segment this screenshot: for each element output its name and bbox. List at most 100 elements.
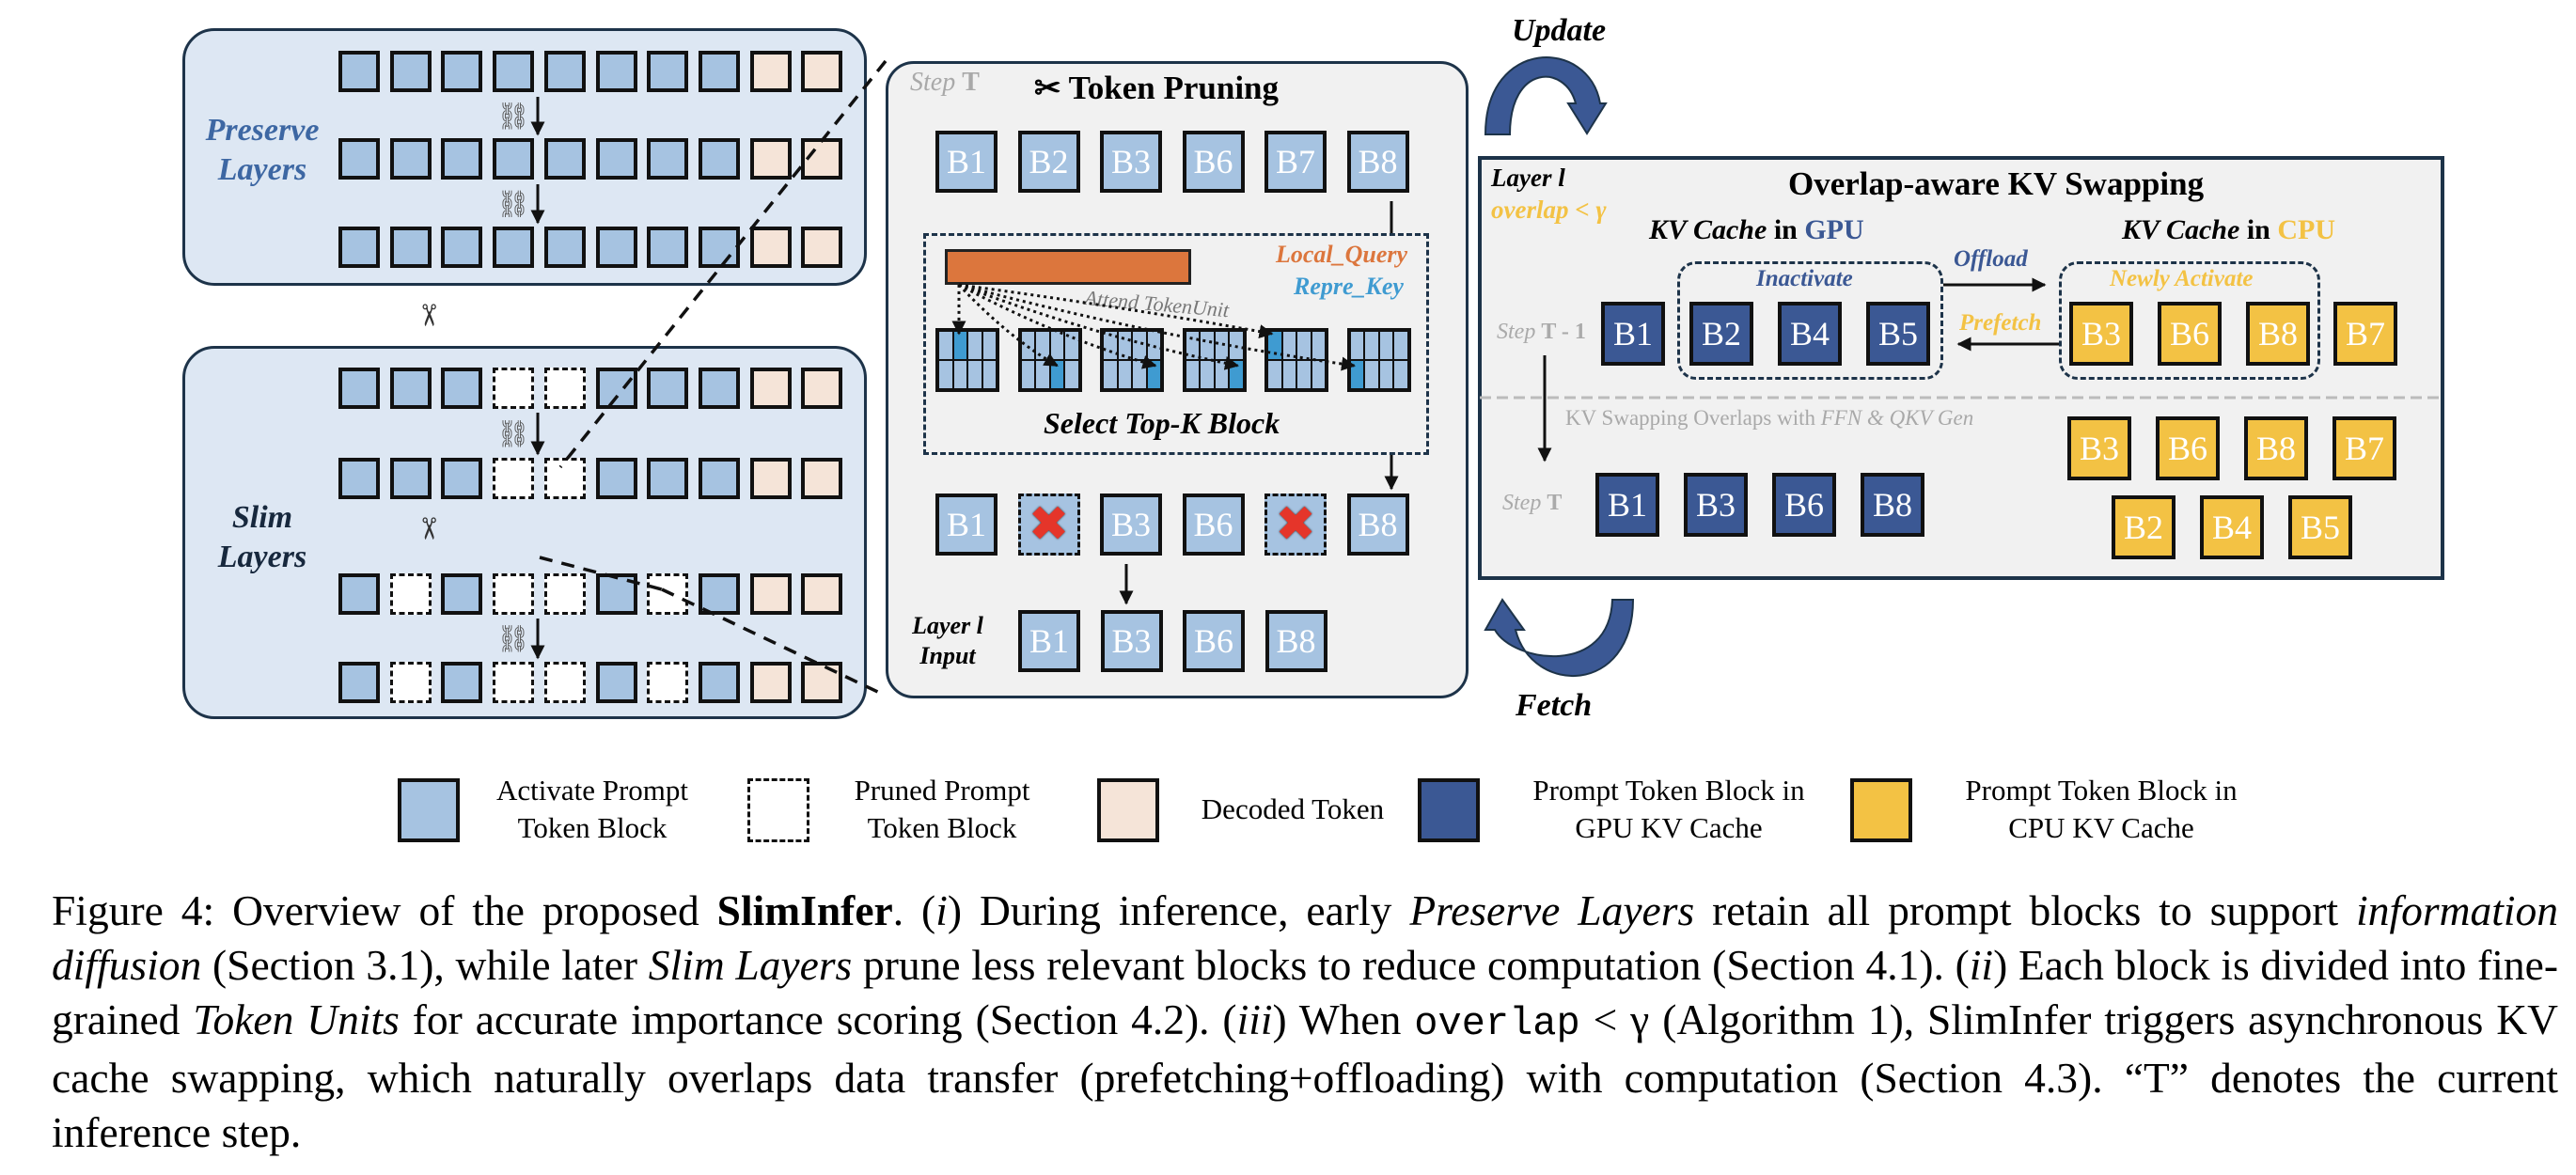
token-unit-cell [1393,360,1408,389]
slim-active-block [595,662,637,703]
slim-pruned-block [647,573,689,615]
slim-label-line1: Slim [231,500,293,535]
preserve-active-block [441,51,483,92]
preserve-active-block [543,227,586,268]
caption-slim: Slim Layers [648,941,853,989]
token-unit-cell [1296,360,1312,389]
preserve-active-block [698,51,740,92]
caption-preserve: Preserve Layers [1409,886,1695,934]
legend-line1: Pruned Prompt [854,774,1030,807]
token-unit-cell [967,360,982,389]
preserve-active-block [647,138,689,180]
selected-block: B8 [1346,494,1409,556]
token-unit-cell [952,360,967,389]
cpu-block-curr: B5 [2288,495,2352,559]
slim-decoded-block [749,573,792,615]
token-unit-cell [1267,360,1282,389]
fetch-label: Fetch [1516,688,1593,723]
preserve-layers-label: Preserve Layers [192,111,333,190]
overlap-note-plain: KV Swapping Overlaps with [1565,406,1821,430]
slim-active-block [338,458,380,499]
preserve-active-block [595,227,637,268]
step-t-label: Step T [910,68,980,98]
caption-overlap-mono: overlap [1414,1001,1580,1046]
gpu-cache-heading: KV Cache in GPU [1649,214,1864,246]
caption-s9: < γ (Algorithm 1), SlimInfer triggers as… [52,995,2558,1156]
slim-pruned-block [543,662,586,703]
scissors-icon: ✂ [1034,71,1061,106]
legend-swatch-gpu [1418,778,1480,842]
legend-line2: Token Block [867,811,1017,844]
zoom-connector-bottom-a [539,556,663,591]
preserve-active-block [647,227,689,268]
legend-swatch-pruned [747,778,809,842]
token-unit-cell [982,331,997,360]
token-unit-cell [1103,360,1118,389]
token-unit-grid [1264,328,1328,392]
pruned-block: ✖ [1264,494,1327,556]
token-unit-cell [1364,360,1379,389]
token-unit-cell [1064,360,1079,389]
caption-s8: ) When [1272,995,1415,1043]
layer-input-block: B8 [1264,610,1327,672]
input-block: B3 [1100,131,1162,193]
cpu-block-prev: B3 [2069,302,2133,366]
slim-pruned-block [493,368,535,409]
slim-pruned-block [389,662,432,703]
attend-arrow [958,283,1356,371]
cpu-block-prev: B8 [2246,302,2310,366]
token-unit-cell [1103,331,1118,360]
cpu-block-curr: B2 [2112,495,2175,559]
local-query-bar [945,249,1191,285]
input-block: B2 [1017,131,1080,193]
slim-layers-label: Slim Layers [192,498,333,577]
slim-active-block [441,573,483,615]
legend-swatch-cpu [1850,778,1912,842]
slim-active-block [441,458,483,499]
gpu-heading-in: in [1767,214,1805,245]
input-block: B8 [1346,131,1409,193]
figure-caption: Figure 4: Overview of the proposed SlimI… [52,884,2558,1160]
slim-decoded-block [749,368,792,409]
slim-decoded-block [801,458,843,499]
legend-line1: Activate Prompt [495,774,689,807]
cpu-block-prev: B6 [2158,302,2222,366]
preserve-active-block [543,138,586,180]
slim-decoded-block [801,573,843,615]
local-query-label: Local_Query [1276,241,1408,268]
input-block: B1 [935,131,997,193]
token-unit-grid [1346,328,1411,392]
preserve-active-block [493,51,535,92]
token-unit-cell [1214,331,1229,360]
legend-swatch-decoded [1097,778,1159,842]
slim-pruned-block [543,368,586,409]
preserve-active-block [543,51,586,92]
selected-block: B3 [1100,494,1162,556]
neural-network-icon: ⛓ [496,420,530,449]
preserve-decoded-block [801,51,843,92]
layer-input-block: B1 [1018,610,1080,672]
newly-activate-dashed-box [2059,261,2320,380]
token-unit-cell [938,331,953,360]
step-curr-symbol: T [1547,491,1563,515]
gpu-heading-device: GPU [1804,214,1864,245]
inactivate-dashed-box [1677,261,1943,380]
gpu-block-prev: B5 [1866,302,1930,366]
token-unit-cell [1364,331,1379,360]
legend-label-decoded: Decoded Token [1185,791,1401,828]
gpu-block-curr: B3 [1684,473,1748,537]
input-block: B7 [1264,131,1327,193]
layer-input-line1: Layer l [912,612,983,639]
token-unit-cell [1378,331,1393,360]
newly-activate-label: Newly Activate [2110,266,2254,291]
caption-s6: ) Each block is divided into fine-graine… [52,941,2559,1043]
selected-block: B1 [935,494,997,556]
update-arrow-icon [1484,56,1608,135]
layer-input-block: B3 [1100,610,1163,672]
token-unit-grid [1100,328,1164,392]
slim-decoded-block [801,662,843,703]
caption-ii: ii [1969,941,1994,989]
